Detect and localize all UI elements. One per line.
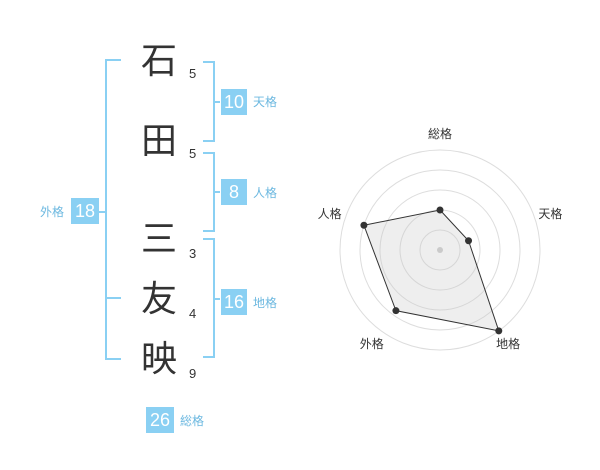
tenkaku-label: 天格 [253, 95, 278, 109]
radar-point-2 [465, 237, 473, 245]
radar-center [437, 247, 443, 253]
radar-ring-1 [419, 229, 461, 271]
stroke-count-2: 5 [189, 146, 197, 161]
stroke-count-4: 4 [189, 306, 197, 321]
radar-axis-label-4: 外格 [360, 336, 384, 351]
radar-polygon [363, 209, 500, 332]
soukaku-value: 26 [146, 407, 174, 433]
radar-axis-label-5: 人格 [318, 206, 342, 221]
tenkaku-value: 10 [221, 89, 247, 115]
name-char-2: 田 [140, 121, 177, 162]
name-char-3: 三 [140, 219, 177, 260]
chikaku-tick [213, 298, 220, 300]
radar-point-4 [392, 307, 400, 315]
soukaku-label: 総格 [180, 414, 205, 428]
radar-ring-4 [359, 169, 521, 331]
jinkaku-value: 8 [221, 179, 247, 205]
radar-point-1 [436, 206, 444, 214]
gaikaku-inner-tick [105, 297, 121, 299]
radar-axis-label-2: 天格 [538, 206, 562, 221]
stroke-count-5: 9 [189, 366, 197, 381]
name-char-5: 映 [140, 339, 177, 380]
gaikaku-value: 18 [71, 198, 99, 224]
radar-axis-label-1: 総格 [428, 126, 452, 141]
radar-ring-3 [379, 189, 501, 311]
radar-axis-label-3: 地格 [496, 336, 520, 351]
radar-point-5 [360, 221, 368, 229]
gaikaku-label: 外格 [40, 205, 65, 219]
radar-point-3 [495, 327, 503, 335]
name-char-4: 友 [140, 279, 177, 320]
name-char-1: 石 [140, 41, 177, 82]
chikaku-label: 地格 [253, 296, 278, 310]
gaikaku-outer-tick [98, 211, 107, 213]
stroke-count-1: 5 [189, 66, 197, 81]
tenkaku-tick [213, 101, 220, 103]
gaikaku-bracket [105, 59, 121, 360]
jinkaku-label: 人格 [253, 186, 278, 200]
jinkaku-tick [213, 191, 220, 193]
chikaku-value: 16 [221, 289, 247, 315]
stroke-count-3: 3 [189, 246, 197, 261]
